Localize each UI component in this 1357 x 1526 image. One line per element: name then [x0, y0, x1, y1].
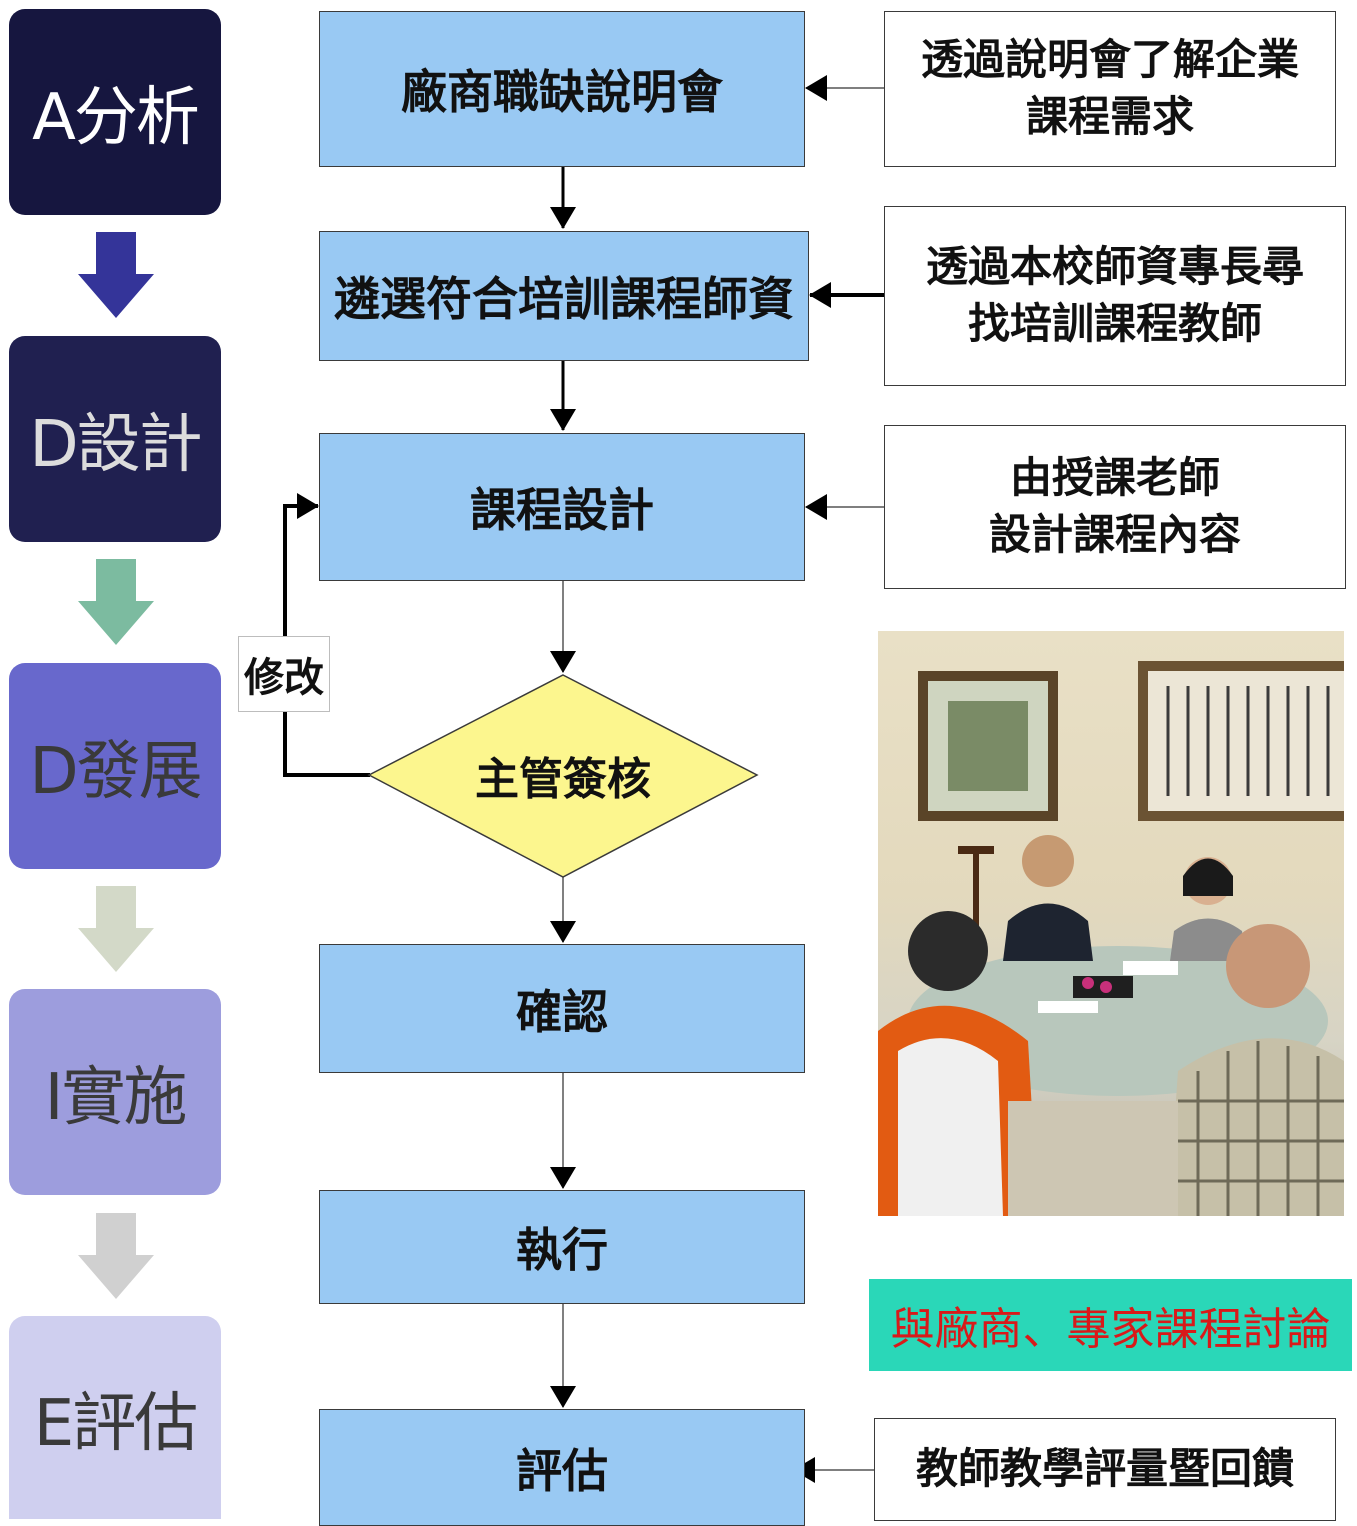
note-teachers-line-2: 找培訓課程教師 — [967, 299, 1262, 348]
note-design-line-1: 由授課老師 — [1009, 453, 1220, 503]
note-design: 由授課老師 設計課程內容 — [884, 425, 1346, 589]
step-course-design: 課程設計 — [319, 433, 805, 581]
stage-development: D發展 — [9, 663, 221, 869]
stage-implementation: I實施 — [9, 989, 221, 1195]
stage-evaluation: E評估 — [9, 1316, 221, 1519]
stage-implementation-label: I實施 — [44, 1061, 188, 1135]
note-teachers: 透過本校師資專長尋 找培訓課程教師 — [884, 206, 1346, 386]
step-execute-label: 執行 — [516, 1223, 608, 1277]
note-evaluation: 教師教學評量暨回饋 — [874, 1418, 1336, 1521]
stage-analysis-label: A分析 — [32, 81, 200, 155]
decision-diamond — [367, 674, 759, 878]
stage-development-label: D發展 — [29, 735, 202, 809]
step-company-briefing-label: 廠商職缺說明會 — [401, 65, 723, 119]
revise-label: 修改 — [238, 636, 330, 712]
photo-caption: 與廠商、專家課程討論 — [869, 1279, 1352, 1371]
note-design-line-2: 設計課程內容 — [988, 510, 1241, 559]
note-teachers-line-1: 透過本校師資專長尋 — [925, 242, 1304, 292]
step-select-teachers-label: 遴選符合培訓課程師資 — [334, 272, 794, 326]
stage-arrow-2 — [78, 559, 154, 645]
step-evaluate: 評估 — [319, 1409, 805, 1526]
note-evaluation-line-1: 教師教學評量暨回饋 — [915, 1444, 1294, 1494]
step-execute: 執行 — [319, 1190, 805, 1304]
stage-arrow-1 — [78, 232, 154, 318]
step-select-teachers: 遴選符合培訓課程師資 — [319, 231, 809, 361]
note-briefing-line-1: 透過說明會了解企業 — [920, 35, 1299, 85]
stage-evaluation-label: E評估 — [33, 1386, 198, 1461]
stage-analysis: A分析 — [9, 9, 221, 215]
step-company-briefing: 廠商職缺說明會 — [319, 11, 805, 167]
step-evaluate-label: 評估 — [516, 1443, 608, 1498]
stage-arrow-3 — [78, 886, 154, 972]
note-briefing: 透過說明會了解企業 課程需求 — [884, 11, 1336, 167]
note-briefing-line-2: 課程需求 — [1025, 92, 1194, 141]
step-course-design-label: 課程設計 — [470, 483, 654, 537]
stage-arrow-4 — [78, 1213, 154, 1299]
stage-design-label: D設計 — [29, 408, 202, 482]
decision-label: 主管簽核 — [475, 754, 651, 805]
step-confirm-label: 確認 — [516, 984, 608, 1039]
meeting-photo — [878, 631, 1344, 1216]
step-confirm: 確認 — [319, 944, 805, 1073]
stage-design: D設計 — [9, 336, 221, 542]
